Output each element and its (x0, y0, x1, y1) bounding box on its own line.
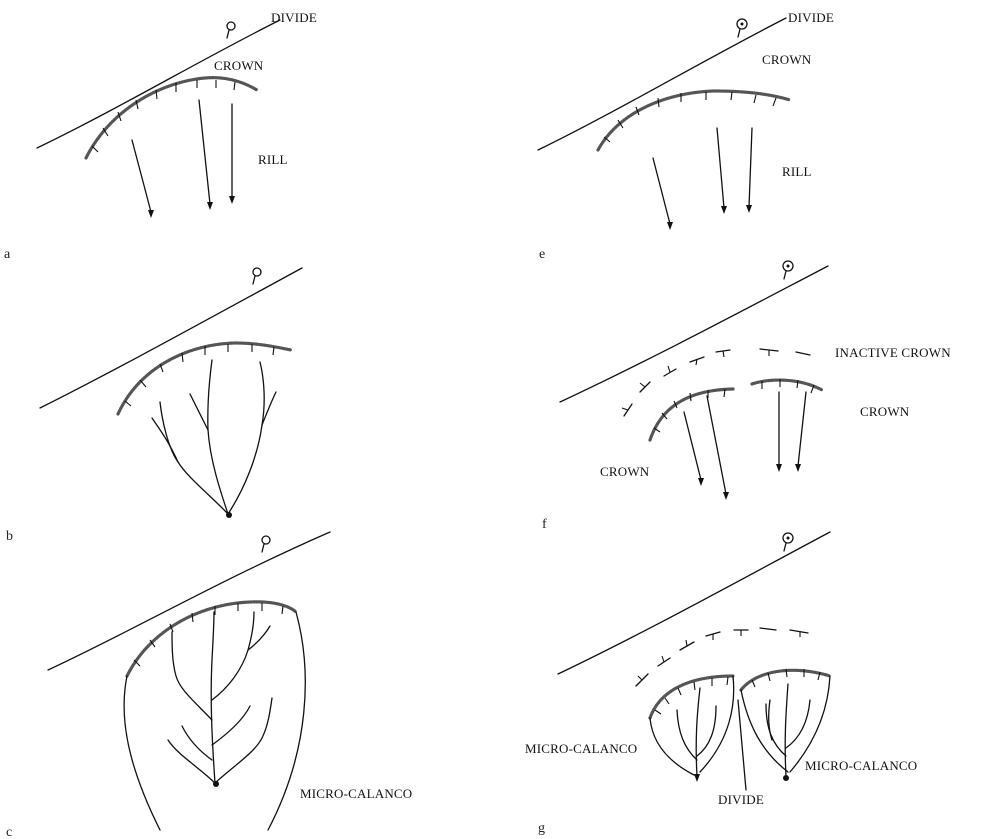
panel-letter: e (539, 247, 545, 262)
rill-network (152, 360, 276, 518)
panel-g: MICRO-CALANCO MICRO-CALANCO DIVIDE g (525, 532, 917, 836)
crown-ticks (654, 379, 814, 432)
panel-letter: c (6, 825, 12, 839)
panel-letter: a (4, 247, 11, 262)
panel-letter: b (6, 529, 13, 544)
panel-c: MICRO-CALANCO c (6, 532, 412, 839)
panel-a: DIVIDE CROWN RILL a (4, 10, 317, 262)
micro-calanco-label: MICRO-CALANCO (300, 786, 412, 801)
inactive-crown-label: INACTIVE CROWN (835, 345, 951, 360)
crown-ticks (92, 80, 235, 152)
inactive-crown (622, 349, 810, 416)
divide-line (538, 18, 786, 150)
divide-line (40, 268, 302, 408)
crown-label: CROWN (762, 52, 812, 67)
panel-b: b (6, 268, 302, 544)
rill-label: RILL (782, 164, 812, 179)
crown-scarp-left (650, 676, 733, 718)
crown-scarp (598, 91, 790, 150)
crown-ticks (655, 669, 820, 714)
crown-scarp-left (650, 389, 733, 440)
rill-label: RILL (258, 152, 288, 167)
crown-label: CROWN (214, 58, 264, 73)
divide-label: DIVIDE (271, 10, 317, 25)
panel-e: DIVIDE CROWN RILL e (538, 10, 834, 262)
panel-letter: g (538, 821, 545, 836)
divide-label: DIVIDE (788, 10, 834, 25)
observer-marker-icon (783, 533, 793, 551)
calanco-outline-left (650, 676, 734, 775)
rill-channels (132, 100, 235, 218)
observer-marker-icon (262, 536, 270, 552)
rill-channels (653, 128, 752, 230)
crown-scarp-right (741, 670, 830, 690)
observer-marker-icon (253, 268, 261, 284)
observer-marker-icon (227, 22, 235, 38)
crown-label-right: CROWN (860, 404, 910, 419)
divide-line (48, 532, 330, 670)
crown-ticks (134, 603, 283, 666)
panel-f: INACTIVE CROWN CROWN CROWN f (542, 261, 951, 532)
divide-ridge (738, 700, 746, 790)
micro-calanco-label-left: MICRO-CALANCO (525, 741, 637, 756)
drainage-right (766, 684, 810, 781)
drainage-network (168, 612, 272, 787)
divide-line (558, 532, 830, 674)
divide-label: DIVIDE (718, 792, 764, 807)
observer-marker-icon (783, 261, 793, 279)
crown-label-left: CROWN (600, 464, 650, 479)
panel-letter: f (542, 517, 547, 532)
rill-channels (684, 392, 806, 500)
micro-calanco-label-right: MICRO-CALANCO (805, 758, 917, 773)
observer-marker-icon (737, 19, 747, 37)
